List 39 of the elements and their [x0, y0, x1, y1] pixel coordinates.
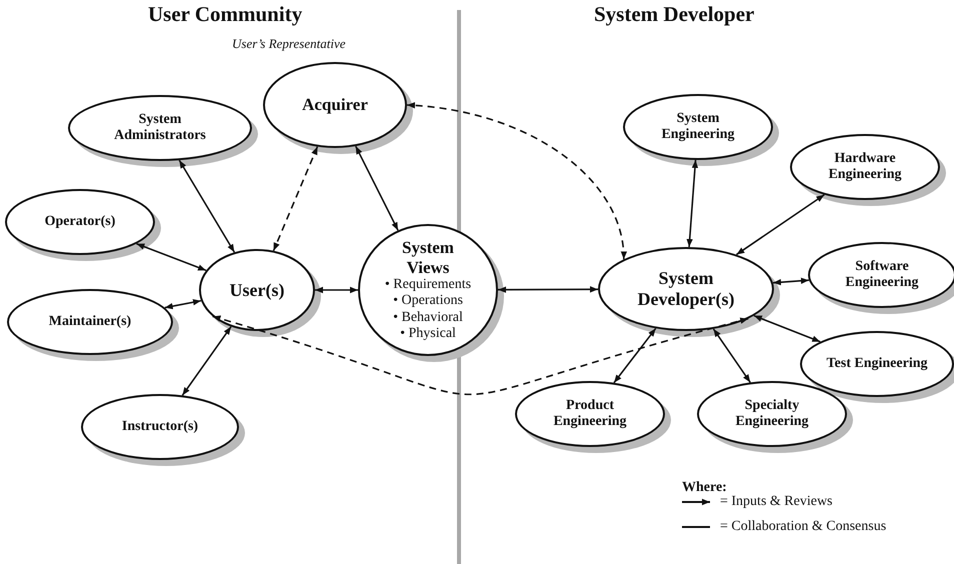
arrow [315, 286, 358, 294]
arrow [736, 194, 825, 256]
legend-heading: Where: [682, 480, 727, 496]
node-caption: User’s Representative [232, 36, 346, 52]
node-title: Hardware Engineering [827, 150, 903, 184]
node-title: Acquirer [301, 95, 369, 115]
node-title: User(s) [228, 280, 286, 300]
arrow [136, 242, 206, 272]
bullet-item: • Behavioral [392, 310, 464, 326]
arrow [772, 278, 809, 286]
arrow [164, 299, 202, 310]
legend-text: = Inputs & Reviews [720, 494, 832, 510]
node-title: System Engineering [660, 110, 736, 144]
legend-text: = Collaboration & Consensus [720, 519, 886, 535]
section-heading: System Developer [594, 2, 754, 27]
bullet-item: • Physical [399, 326, 457, 342]
bullet-item: • Operations [392, 293, 464, 310]
node-title: System Developer(s) [636, 268, 736, 310]
node-title: System Administrators [113, 112, 207, 144]
bullet-item: • Requirements [384, 277, 472, 294]
node-title: Specialty Engineering [734, 398, 810, 430]
node-title: Maintainer(s) [48, 314, 132, 330]
dashed-arrow [406, 102, 626, 260]
node-title: Operator(s) [44, 214, 116, 230]
arrow [354, 146, 399, 231]
dashed-arrow [272, 146, 318, 252]
node-title: System Views [401, 238, 455, 278]
arrow [686, 160, 698, 248]
arrow [182, 326, 232, 396]
dashed-arrow [212, 316, 748, 395]
arrow [712, 328, 751, 383]
arrow [498, 286, 598, 293]
node-title: Test Engineering [826, 356, 928, 372]
arrow [178, 160, 236, 253]
node-title: Instructor(s) [120, 418, 200, 436]
node-title: Product Engineering [552, 398, 628, 430]
arrow [754, 314, 821, 342]
section-heading: User Community [148, 2, 302, 27]
node-title: Software Engineering [844, 258, 920, 292]
